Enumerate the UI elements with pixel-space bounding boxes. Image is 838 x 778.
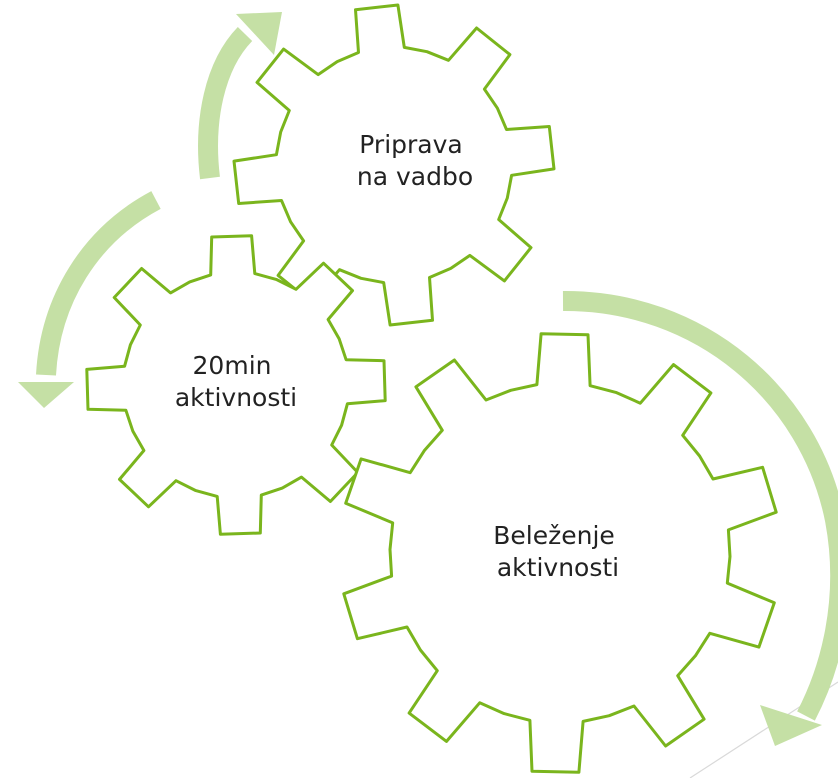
gear-20min-label-line1: 20min	[193, 351, 272, 380]
arrow-left-head	[18, 382, 74, 408]
gear-20min-label: 20min aktivnosti	[175, 351, 297, 412]
arrow-upper-left	[198, 12, 282, 180]
arrows-group	[18, 12, 838, 746]
arrow-left-shaft	[36, 191, 161, 376]
gear-belezenje: Beleženje aktivnosti	[342, 332, 778, 774]
gear-belezenje-label: Beleženje aktivnosti	[493, 521, 623, 582]
gear-priprava-label: Priprava na vadbo	[357, 130, 473, 191]
gear-priprava-label-line2: na vadbo	[357, 162, 473, 191]
gear-belezenje-outline	[342, 332, 778, 774]
gear-belezenje-label-line2: aktivnosti	[497, 553, 619, 582]
gear-20min-label-line2: aktivnosti	[175, 383, 297, 412]
arrow-right	[562, 290, 838, 746]
gear-belezenje-label-line1: Beleženje	[493, 521, 615, 550]
gear-priprava-label-line1: Priprava	[359, 130, 462, 159]
gear-20min-outline	[85, 234, 387, 536]
gear-20min: 20min aktivnosti	[85, 234, 387, 536]
arrow-left	[18, 191, 161, 408]
gear-priprava: Priprava na vadbo	[232, 3, 556, 327]
arrow-upper-left-head	[236, 12, 282, 55]
arrow-upper-left-shaft	[198, 27, 253, 180]
gear-priprava-outline	[232, 3, 556, 327]
arrow-right-head	[760, 705, 822, 746]
arrow-right-shaft	[562, 290, 838, 721]
